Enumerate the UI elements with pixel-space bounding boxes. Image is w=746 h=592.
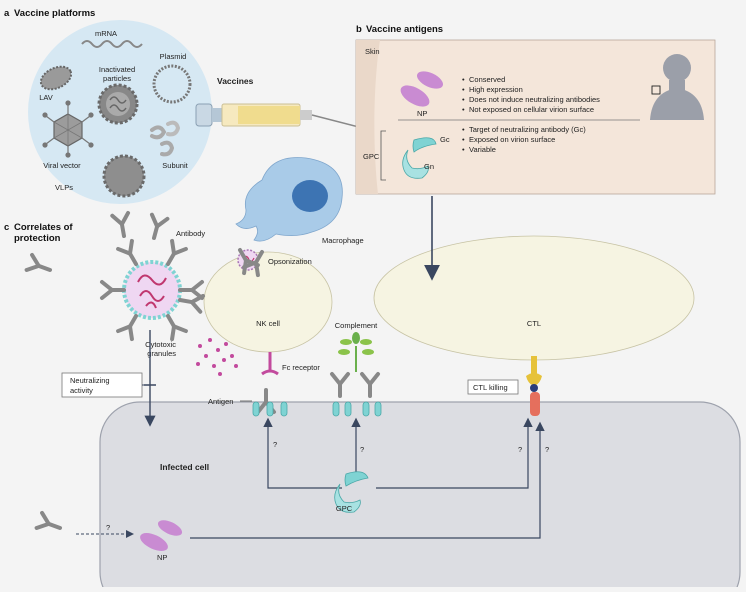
np-features-list: • Conserved • High expression • Does not… xyxy=(462,75,600,114)
gpc-feature: Exposed on virion surface xyxy=(469,135,555,144)
subunit-icon xyxy=(150,120,181,157)
gpc-feature: Variable xyxy=(469,145,496,154)
syringe-icon xyxy=(195,103,387,135)
np-protein-icon-2 xyxy=(416,71,444,89)
neutralizing-box xyxy=(61,372,143,398)
neutralizing-label-1: Neutralizing xyxy=(70,376,110,385)
nk-cell-label: NK cell xyxy=(256,319,280,328)
gpc-feature-bullet: • xyxy=(462,145,465,154)
panel-c-title-2: protection xyxy=(14,233,61,244)
mrna-label: mRNA xyxy=(95,29,117,38)
np-feature: Does not induce neutralizing antibodies xyxy=(469,95,600,104)
panel-b-title: Vaccine antigens xyxy=(366,24,443,35)
antigen-icon xyxy=(280,401,288,417)
ctl-cell xyxy=(373,235,695,361)
question-mark: ? xyxy=(545,445,549,454)
vlp-icon xyxy=(102,154,146,198)
antigen-icon xyxy=(374,401,382,417)
gc-label: Gc xyxy=(440,135,450,144)
np-label-c: NP xyxy=(157,553,167,562)
np-feature-bullet: • xyxy=(462,105,465,114)
question-mark: ? xyxy=(360,445,364,454)
viral-vector-label: Viral vector xyxy=(43,161,81,170)
infected-cell xyxy=(99,401,741,592)
cytotoxic-label-2: granules xyxy=(147,349,176,358)
np-feature: Conserved xyxy=(469,75,505,84)
complement-label: Complement xyxy=(335,321,378,330)
panel-c-letter: c xyxy=(4,222,9,233)
antigen-icon xyxy=(332,401,340,417)
mrna-icon xyxy=(81,40,143,48)
gpc-bracket xyxy=(380,130,386,181)
inactivated-particle-core xyxy=(106,92,130,116)
plasmid-label: Plasmid xyxy=(160,52,187,61)
human-silhouette-icon xyxy=(650,54,704,120)
vlps-label: VLPs xyxy=(55,183,73,192)
np-protein-icon-cell-2 xyxy=(157,520,183,536)
cytotoxic-granules-icon xyxy=(196,338,238,376)
fc-receptor-icon xyxy=(261,352,279,376)
internal-pathways xyxy=(190,417,545,539)
gn-label: Gn xyxy=(424,162,434,171)
question-mark: ? xyxy=(518,445,522,454)
antibody-label: Antibody xyxy=(176,229,205,238)
antigen-icon xyxy=(344,401,352,417)
gpc-label-c: GPC xyxy=(336,504,353,513)
gpc-features-list: • Target of neutralizing antibody (Gc) •… xyxy=(462,125,586,154)
macrophage-label: Macrophage xyxy=(322,236,364,245)
np-feature-bullet: • xyxy=(462,95,465,104)
question-mark: ? xyxy=(273,440,277,449)
np-protein-icon xyxy=(400,85,430,107)
complement-icon xyxy=(338,332,374,372)
gpc-protein-icon xyxy=(402,137,437,179)
antigen-icon xyxy=(252,401,260,417)
antigen-label: Antigen xyxy=(208,397,233,406)
ctl-killing-label: CTL killing xyxy=(473,383,508,392)
np-feature: High expression xyxy=(469,85,523,94)
gpc-feature-bullet: • xyxy=(462,125,465,134)
inactivated-particle-genome xyxy=(109,96,127,112)
skin-layer xyxy=(356,40,380,194)
tcr-mhc-icon xyxy=(526,356,542,416)
plasmid-icon xyxy=(152,64,192,104)
cytotoxic-label-1: Cytotoxic xyxy=(145,340,176,349)
np-feature: Not exposed on cellular virion surface xyxy=(469,105,594,114)
np-feature-bullet: • xyxy=(462,75,465,84)
neutralizing-label-2: activity xyxy=(70,386,93,395)
np-protein-icon-cell xyxy=(140,533,168,551)
gpc-feature-bullet: • xyxy=(462,135,465,144)
fc-receptor-label: Fc receptor xyxy=(282,363,320,372)
infected-cell-label: Infected cell xyxy=(160,462,209,472)
gpc-label-b: GPC xyxy=(363,152,380,161)
np-feature-bullet: • xyxy=(462,85,465,94)
panel-c-title-1: Correlates of xyxy=(14,222,73,233)
skin-label: Skin xyxy=(365,47,380,56)
lav-label: LAV xyxy=(39,93,53,102)
ctl-killing-box xyxy=(467,379,519,395)
macrophage-icon xyxy=(235,157,343,242)
virion-icon xyxy=(122,260,182,320)
panel-b-letter: b xyxy=(356,24,362,35)
ctl-label: CTL xyxy=(527,319,541,328)
antigen-icon xyxy=(266,401,274,417)
np-label-b: NP xyxy=(417,109,427,118)
lav-icon xyxy=(39,65,73,91)
panel-a-letter: a xyxy=(4,8,10,19)
subunit-label: Subunit xyxy=(162,161,188,170)
nk-cell xyxy=(203,251,333,353)
gpc-feature: Target of neutralizing antibody (Gc) xyxy=(469,125,586,134)
antigen-icon xyxy=(362,401,370,417)
opsonization-label: Opsonization xyxy=(268,257,312,266)
gpc-protein-icon-cell xyxy=(334,471,369,513)
panel-a-title: Vaccine platforms xyxy=(14,8,95,19)
question-mark: ? xyxy=(106,523,110,532)
vaccines-label: Vaccines xyxy=(217,76,254,86)
